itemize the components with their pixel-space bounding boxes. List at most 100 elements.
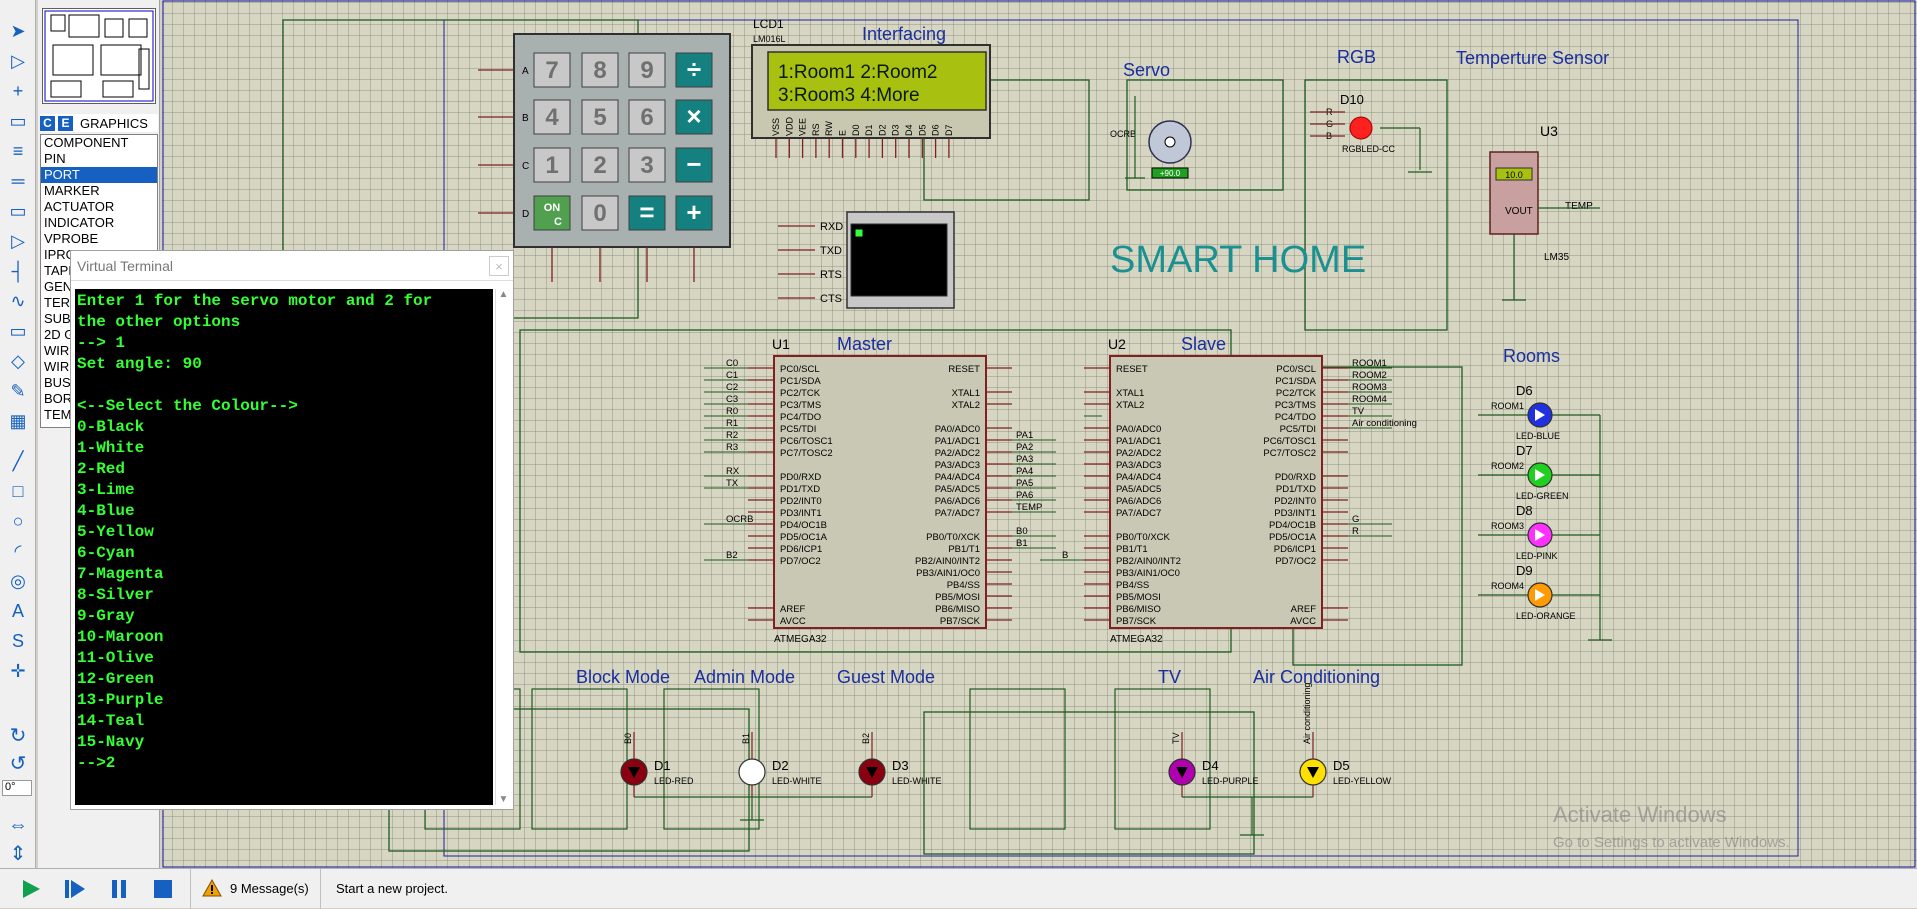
components-tab[interactable]: C <box>40 115 55 131</box>
appliances-part: LED-PURPLE <box>1202 776 1259 786</box>
master-net-label: C2 <box>726 382 738 393</box>
close-button[interactable]: × <box>489 256 509 276</box>
edit-tab[interactable]: E <box>58 115 73 131</box>
graph-icon[interactable]: ∿ <box>10 290 26 311</box>
modes-net-label: B2 <box>861 733 871 744</box>
section-title: Air Conditioning <box>1253 667 1380 687</box>
text-script-icon[interactable]: ≡ <box>12 140 24 161</box>
stop-icon[interactable] <box>150 877 176 901</box>
serial-pin-label: RXD <box>820 221 843 233</box>
keypad-key <box>628 147 666 183</box>
terminal-line: the other options <box>77 313 241 331</box>
terminal-line: 5-Yellow <box>77 523 154 541</box>
master-pin-label: PB3/AIN1/OC0 <box>916 568 980 579</box>
slave-pin-label: PD4/OC1B <box>1269 520 1316 531</box>
watermark-line2: Go to Settings to activate Windows. <box>1553 834 1790 851</box>
tape-icon[interactable]: ▭ <box>9 320 27 341</box>
overview-window[interactable] <box>42 8 156 104</box>
scroll-up-icon[interactable]: ▲ <box>498 289 509 300</box>
picker-item[interactable]: TAPE <box>44 263 77 278</box>
mode-box <box>531 688 628 830</box>
keypad-key-label: ON <box>544 202 561 214</box>
mirror-x-icon[interactable]: ⇔ <box>8 813 28 836</box>
component-mode-icon[interactable]: ▷ <box>11 50 25 71</box>
select-mode-icon[interactable]: ➤ <box>10 20 26 41</box>
slave-pin-label: PB4/SS <box>1116 580 1149 591</box>
section-title: Interfacing <box>862 24 946 44</box>
scroll-down-icon[interactable]: ▼ <box>498 794 509 805</box>
room-led-part: LED-GREEN <box>1516 491 1569 501</box>
arc-icon[interactable]: ◜ <box>14 540 22 561</box>
master-pin-label: PB5/MOSI <box>935 592 980 603</box>
keypad-key-label: × <box>686 101 701 131</box>
picker-item[interactable]: PORT <box>41 167 157 183</box>
picker-item[interactable]: BUS <box>44 375 71 390</box>
terminal-scrollbar[interactable]: ▲ ▼ <box>495 289 511 805</box>
keypad-key <box>675 52 713 88</box>
master-pin-label: PD2/INT0 <box>780 496 822 507</box>
step-icon[interactable] <box>62 877 88 901</box>
rotation-field[interactable]: 0° <box>2 780 32 796</box>
group-box <box>923 711 1255 855</box>
rotate-ccw-icon[interactable]: ↺ <box>9 752 27 775</box>
master-pin-label: PA2/ADC2 <box>935 448 980 459</box>
rotate-cw-icon[interactable]: ↻ <box>9 724 27 747</box>
picker-item[interactable]: MARKER <box>44 183 100 198</box>
lcd-pin-label: VEE <box>798 118 808 136</box>
slave-net-label: TV <box>1352 406 1365 417</box>
master-pin-label: PB6/MISO <box>935 604 980 615</box>
marker-icon[interactable]: ✛ <box>10 660 26 681</box>
generator-icon[interactable]: ◇ <box>11 350 25 371</box>
label-icon[interactable]: ▭ <box>9 110 27 131</box>
section-title: Block Mode <box>576 667 670 687</box>
picker-item[interactable]: ACTUATOR <box>44 199 115 214</box>
slave-net-label: ROOM2 <box>1352 370 1387 381</box>
junction-icon[interactable]: + <box>12 80 24 101</box>
picker-item[interactable]: VPROBE <box>44 231 99 246</box>
box-icon[interactable]: □ <box>12 480 24 501</box>
lcd-pin-label: D0 <box>851 124 861 136</box>
keypad-key <box>675 99 713 135</box>
slave-pin-label: PC3/TMS <box>1275 400 1316 411</box>
modes-part: LED-RED <box>654 776 694 786</box>
master-net-label: PA1 <box>1016 430 1033 441</box>
master-pin-label: PB2/AIN0/INT2 <box>915 556 980 567</box>
terminal-line: -->2 <box>77 754 116 772</box>
messages-indicator[interactable]: 9 Message(s) <box>202 879 309 897</box>
keypad-key-label: + <box>686 197 701 227</box>
path-icon[interactable]: ◎ <box>10 570 26 591</box>
circle-icon[interactable]: ○ <box>12 510 24 531</box>
pin-icon[interactable]: ┤ <box>11 260 25 281</box>
slave-pin-label: PD3/INT1 <box>1274 508 1316 519</box>
mirror-y-icon[interactable]: ⇕ <box>9 842 27 865</box>
serial-pin-label: CTS <box>820 293 842 305</box>
slave-pin-label: PA6/ADC6 <box>1116 496 1161 507</box>
bus-icon[interactable]: ═ <box>11 170 25 191</box>
terminal-line: 6-Cyan <box>77 544 135 562</box>
master-net-label: PA6 <box>1016 490 1033 501</box>
terminal-icon[interactable]: ▷ <box>11 230 25 251</box>
terminal-line: Set angle: 90 <box>77 355 202 373</box>
picker-item[interactable]: COMPONENT <box>44 135 129 150</box>
keypad-key <box>675 195 713 231</box>
subcircuit-icon[interactable]: ▭ <box>9 200 27 221</box>
pause-icon[interactable] <box>106 877 132 901</box>
slave-ref: U2 <box>1108 336 1126 352</box>
mode-box <box>969 688 1066 830</box>
probe-icon[interactable]: ✎ <box>10 380 26 401</box>
picker-item[interactable]: WIRE <box>44 359 78 374</box>
picker-item[interactable]: INDICATOR <box>44 215 115 230</box>
line-icon[interactable]: ╱ <box>12 450 24 471</box>
picker-item[interactable]: PIN <box>44 151 66 166</box>
slave-pin-label: PB7/SCK <box>1116 616 1157 627</box>
instrument-icon[interactable]: ▦ <box>9 410 27 431</box>
slave-pin-label: PA7/ADC7 <box>1116 508 1161 519</box>
virtual-terminal-titlebar[interactable]: Virtual Terminal <box>71 251 513 281</box>
play-icon[interactable] <box>18 877 44 901</box>
master-pin-label: PC6/TOSC1 <box>780 436 833 447</box>
terminal-line: 14-Teal <box>77 712 145 730</box>
window-title: Virtual Terminal <box>77 257 173 274</box>
text-icon[interactable]: A <box>11 600 24 621</box>
symbol-icon[interactable]: S <box>11 630 24 651</box>
